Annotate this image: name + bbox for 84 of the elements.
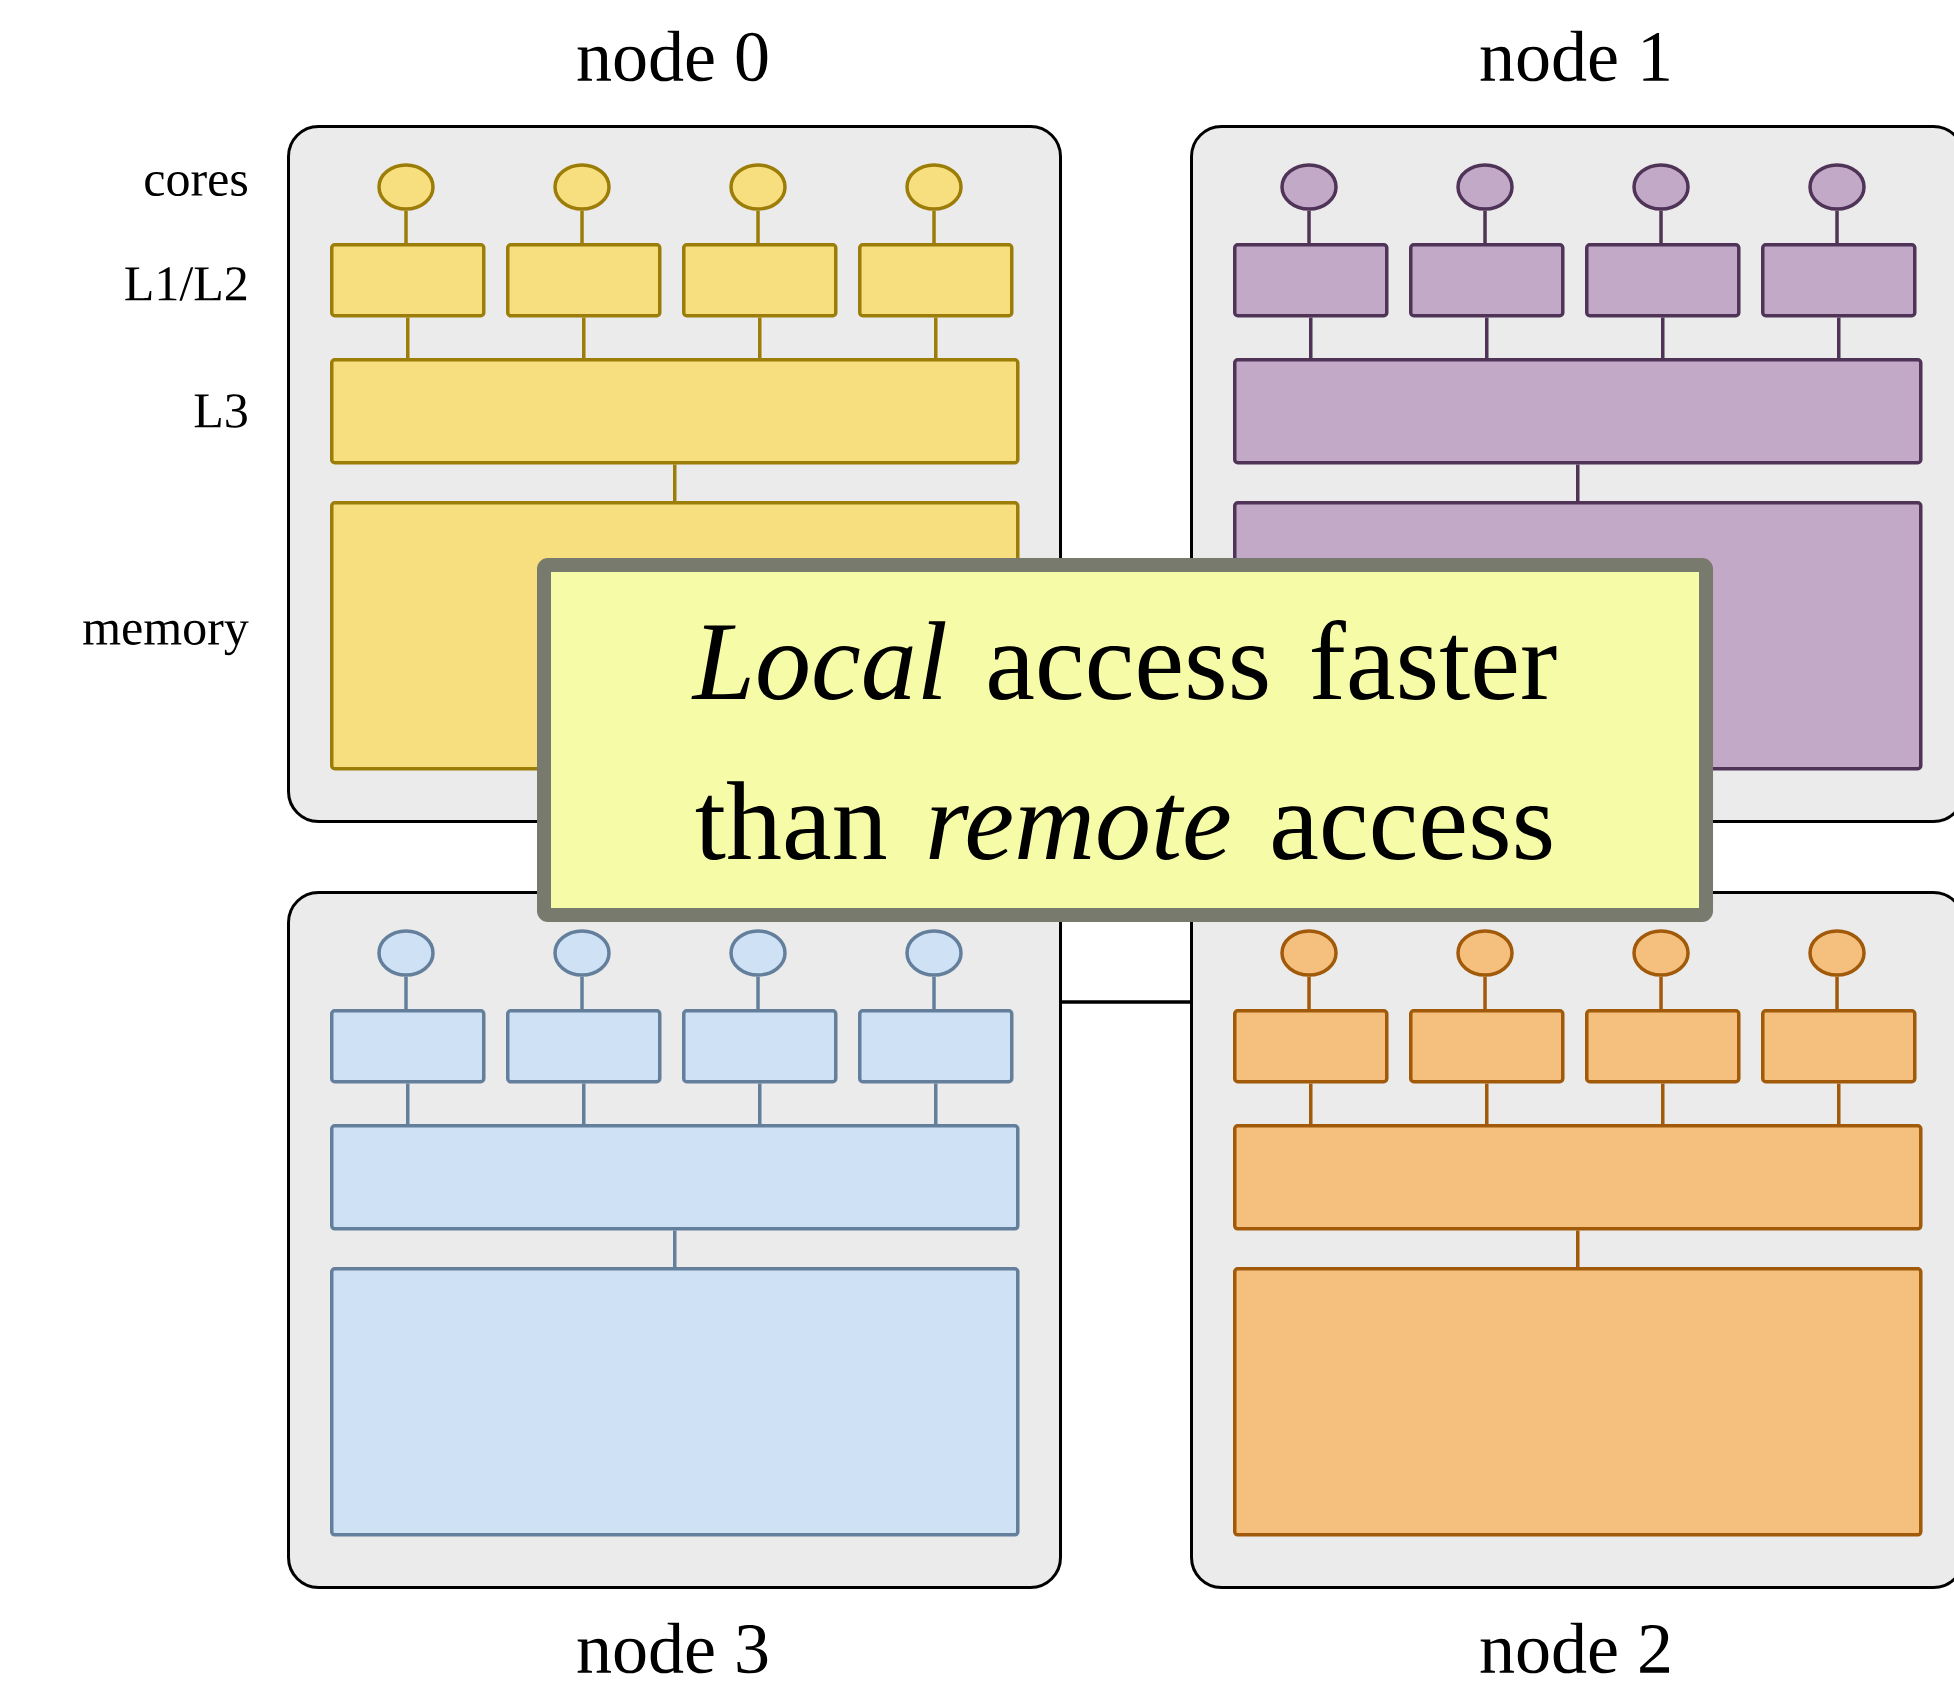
core-circle (377, 929, 435, 977)
cache-box (1585, 1009, 1741, 1084)
cache-box (682, 1009, 838, 1084)
connector-line (1309, 1083, 1313, 1124)
connector-line (1307, 210, 1311, 243)
cache-box (1233, 243, 1389, 318)
cache-box (506, 1009, 662, 1084)
connector-line (1576, 464, 1580, 501)
connector-line (758, 1083, 762, 1124)
connector-line (1835, 210, 1839, 243)
connector-line (1661, 1083, 1665, 1124)
cache-box (682, 243, 838, 318)
core-circle (1632, 163, 1690, 211)
connector-line (934, 317, 938, 358)
core-circle (905, 163, 963, 211)
core-circle (905, 929, 963, 977)
node-heading: node 3 (577, 1622, 768, 1674)
core-circle (1280, 163, 1338, 211)
connector-line (404, 210, 408, 243)
connector-line (1483, 210, 1487, 243)
row-label: memory (83, 620, 249, 656)
node-heading: node 1 (1480, 30, 1669, 82)
core-circle (729, 163, 787, 211)
connector-line (932, 976, 936, 1009)
node-heading: node 0 (577, 30, 768, 82)
connector-line (934, 1083, 938, 1124)
connector-line (404, 976, 408, 1009)
connector-line (1485, 1083, 1489, 1124)
memory-box (330, 1267, 1020, 1537)
cache-box (1233, 1009, 1389, 1084)
connector-line (580, 976, 584, 1009)
connector-line (1837, 1083, 1841, 1124)
core-circle (1808, 929, 1866, 977)
connector-line (1576, 1230, 1580, 1267)
cache-box (858, 1009, 1014, 1084)
cache-box (1761, 1009, 1917, 1084)
cache-box (330, 1124, 1020, 1231)
cache-box (1233, 1124, 1923, 1231)
cache-box (330, 1009, 486, 1084)
core-circle (1456, 163, 1514, 211)
cache-box (858, 243, 1014, 318)
connector-line (932, 210, 936, 243)
connector-line (1483, 976, 1487, 1009)
connector-line (1837, 317, 1841, 358)
connector-line (406, 1083, 410, 1124)
memory-box (1233, 1267, 1923, 1537)
connector-line (1485, 317, 1489, 358)
cache-box (506, 243, 662, 318)
connector-line (580, 210, 584, 243)
row-label: L3 (194, 394, 247, 428)
connector-line (1661, 317, 1665, 358)
connector-line (582, 1083, 586, 1124)
core-circle (553, 163, 611, 211)
connector-line (756, 210, 760, 243)
callout-box: Local access faster than remote access (537, 558, 1713, 922)
core-circle (1456, 929, 1514, 977)
connector-line (1835, 976, 1839, 1009)
row-label: L1/L2 (125, 267, 247, 301)
connector-line (1309, 317, 1313, 358)
core-circle (377, 163, 435, 211)
core-circle (1280, 929, 1338, 977)
cache-box (1761, 243, 1917, 318)
node-heading: node 2 (1480, 1622, 1670, 1674)
cache-box (1409, 243, 1565, 318)
core-circle (1632, 929, 1690, 977)
core-circle (1808, 163, 1866, 211)
cache-box (1409, 1009, 1565, 1084)
connector-line (1659, 210, 1663, 243)
connector-line (582, 317, 586, 358)
connector-line (673, 464, 677, 501)
connector-line (1062, 1000, 1190, 1004)
connector-line (673, 1230, 677, 1267)
cache-box (1233, 358, 1923, 465)
connector-line (1659, 976, 1663, 1009)
row-label: cores (145, 172, 247, 197)
core-circle (553, 929, 611, 977)
connector-line (1307, 976, 1311, 1009)
cache-box (330, 358, 1020, 465)
connector-line (756, 976, 760, 1009)
connector-line (758, 317, 762, 358)
connector-line (406, 317, 410, 358)
cache-box (1585, 243, 1741, 318)
core-circle (729, 929, 787, 977)
cache-box (330, 243, 486, 318)
